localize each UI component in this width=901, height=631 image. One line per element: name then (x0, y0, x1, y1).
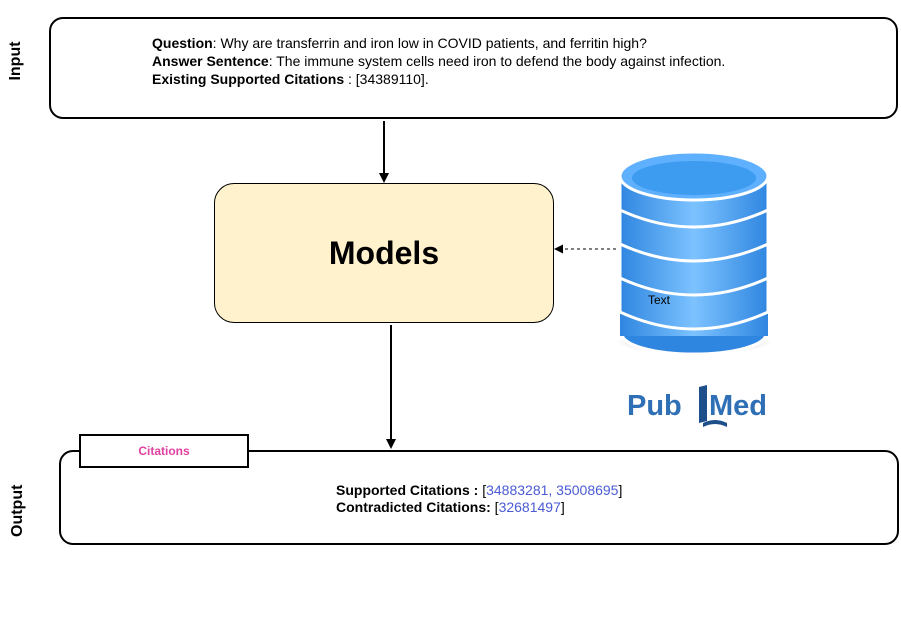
pubmed-logo: Pub Med (627, 385, 767, 427)
input-text-block: Question: Why are transferrin and iron l… (152, 34, 725, 88)
existing-citations-text: : [34389110]. (344, 71, 429, 87)
database-text-label: Text (648, 293, 671, 307)
output-box (59, 450, 899, 545)
output-text-block: Supported Citations : [34883281, 3500869… (336, 482, 622, 516)
database-icon (616, 150, 772, 356)
answer-line: Answer Sentence: The immune system cells… (152, 52, 725, 70)
models-label: Models (328, 234, 440, 271)
existing-citations-line: Existing Supported Citations : [34389110… (152, 70, 725, 88)
models-box: Models (214, 183, 554, 323)
answer-label: Answer Sentence (152, 53, 269, 69)
supported-citations-line: Supported Citations : [34883281, 3500869… (336, 482, 622, 499)
supported-close-bracket: ] (618, 482, 623, 498)
supported-citations-label: Supported Citations : (336, 482, 483, 498)
pubmed-pub-text: Pub (627, 390, 682, 422)
citations-tab: Citations (79, 434, 249, 468)
question-line: Question: Why are transferrin and iron l… (152, 34, 725, 52)
contradicted-citations-label: Contradicted Citations: (336, 499, 495, 515)
contradicted-close-bracket: ] (560, 499, 565, 515)
supported-citations-values: 34883281, 35008695 (486, 482, 619, 498)
contradicted-citations-line: Contradicted Citations: [32681497] (336, 499, 622, 516)
contradicted-citations-values: 32681497 (498, 499, 561, 515)
answer-text: : The immune system cells need iron to d… (268, 53, 726, 69)
contradicted-open-bracket: [ (494, 499, 499, 515)
existing-citations-label: Existing Supported Citations (152, 71, 345, 87)
supported-open-bracket: [ (482, 482, 487, 498)
question-text: : Why are transferrin and iron low in CO… (212, 35, 647, 51)
question-label: Question (152, 35, 213, 51)
input-box (49, 17, 898, 119)
pubmed-med-text: Med (709, 390, 767, 422)
